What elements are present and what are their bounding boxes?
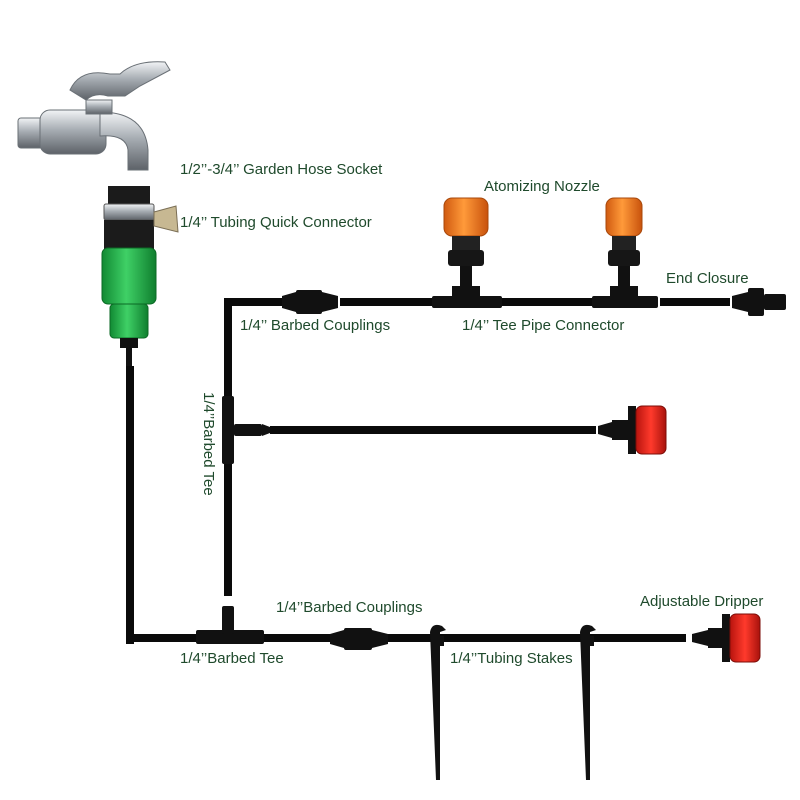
tubing-stake-1-icon [430, 624, 446, 780]
label-quick-connector: 1/4’’ Tubing Quick Connector [180, 214, 372, 231]
dripper-middle-icon [598, 405, 667, 455]
adjustable-dripper-icon [692, 613, 761, 663]
tubing-stake-2-icon [580, 624, 596, 780]
barbed-tee-vertical-icon [222, 396, 270, 464]
label-barbed-tee-bottom: 1/4’’Barbed Tee [180, 650, 284, 667]
label-barbed-couplings-bottom: 1/4’’Barbed Couplings [276, 599, 423, 616]
barbed-coupling-bottom-icon [330, 628, 388, 650]
end-closure-icon [732, 288, 786, 316]
label-barbed-tee-vertical: 1/4’’Barbed Tee [200, 392, 217, 496]
label-hose-socket: 1/2’’-3/4’’ Garden Hose Socket [180, 161, 383, 178]
barbed-tee-bottom-icon [196, 606, 264, 644]
label-tubing-stakes: 1/4’’Tubing Stakes [450, 650, 573, 667]
label-atomizing-nozzle: Atomizing Nozzle [484, 178, 600, 195]
quick-connector-icon [101, 247, 157, 366]
label-adjustable-dripper: Adjustable Dripper [640, 593, 764, 610]
barbed-coupling-top-icon [282, 290, 338, 314]
atomizing-nozzle-1-icon [432, 197, 502, 308]
label-tee-pipe-connector: 1/4’’ Tee Pipe Connector [462, 317, 625, 334]
label-barbed-couplings-top: 1/4’’ Barbed Couplings [240, 317, 391, 334]
faucet-icon [17, 61, 171, 171]
tubing-lines [126, 298, 730, 644]
atomizing-nozzle-2-icon [592, 197, 658, 308]
label-end-closure: End Closure [666, 270, 749, 287]
hose-socket-icon [103, 186, 179, 250]
